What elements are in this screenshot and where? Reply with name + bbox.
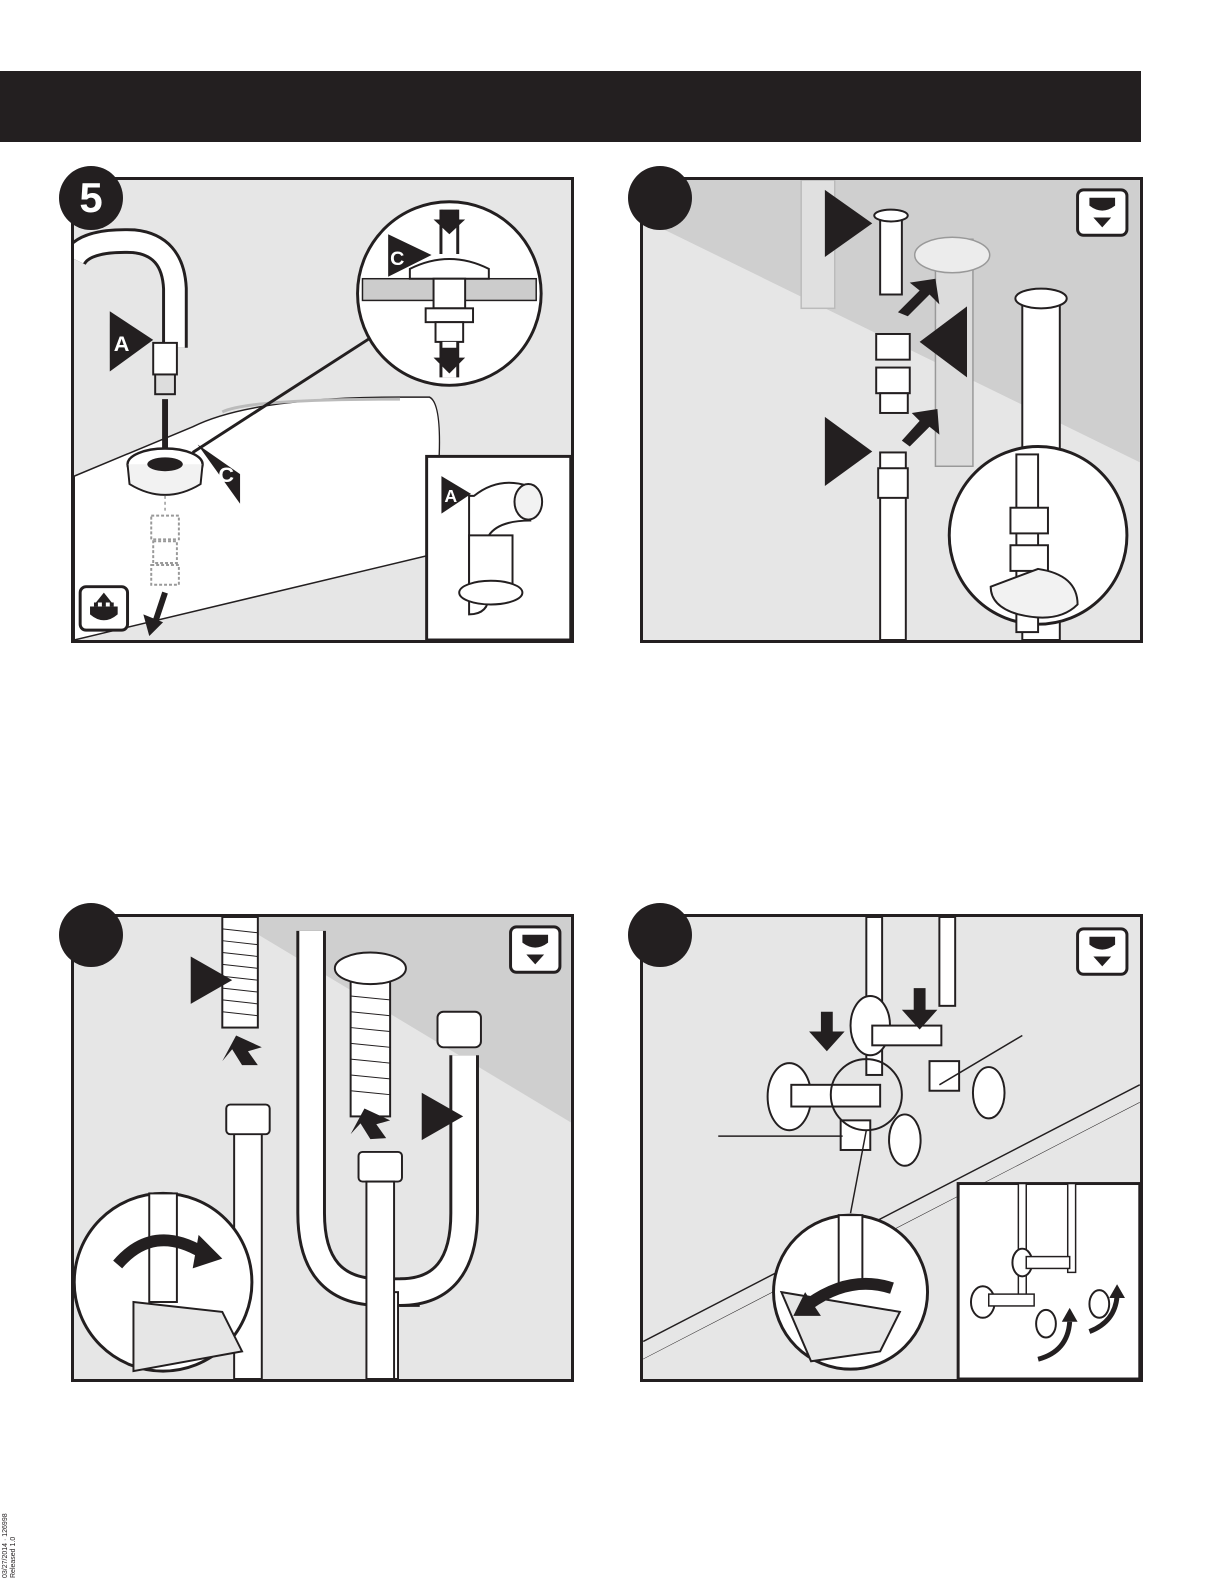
callout-a-label: A bbox=[114, 331, 130, 356]
raise-under-sink-icon bbox=[80, 587, 127, 630]
panel-step-6 bbox=[640, 177, 1143, 643]
step-6-illustration bbox=[643, 180, 1140, 640]
document-date-code: 03/27/2014 · 126998 bbox=[2, 1513, 9, 1578]
under-sink-down-icon-4 bbox=[1078, 929, 1127, 974]
header-bar bbox=[0, 71, 1141, 142]
step-badge-8 bbox=[628, 903, 692, 967]
panel-step-7 bbox=[71, 914, 574, 1382]
callout-c-label: C bbox=[218, 462, 234, 487]
step-badge-5: 5 bbox=[59, 166, 123, 230]
step-badge-7 bbox=[59, 903, 123, 967]
step-8-illustration bbox=[643, 917, 1140, 1379]
panel-step-8 bbox=[640, 914, 1143, 1382]
inset-callout-a-label: A bbox=[444, 486, 457, 506]
document-release: Released 1.0 bbox=[10, 1537, 17, 1578]
step-badge-6 bbox=[628, 166, 692, 230]
step-7-illustration bbox=[74, 917, 571, 1379]
panel-step-5: A C C bbox=[71, 177, 574, 643]
under-sink-down-icon bbox=[1078, 190, 1127, 235]
document-code: 03/27/2014 · 126998 Released 1.0 bbox=[2, 1508, 22, 1580]
under-sink-down-icon-3 bbox=[511, 927, 560, 972]
detail-callout-c-label: C bbox=[390, 248, 404, 270]
step-5-illustration: A C C bbox=[74, 180, 571, 640]
